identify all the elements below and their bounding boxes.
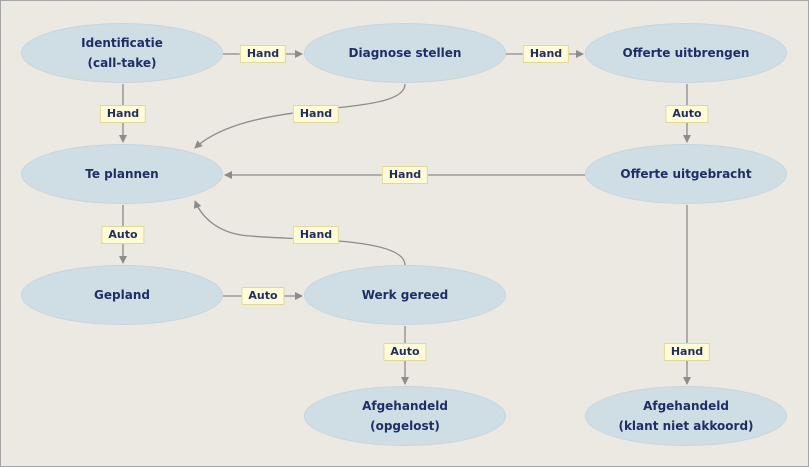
node-afgehandeld-niet-akkoord-line2: (klant niet akkoord) — [618, 419, 754, 433]
transition-label-diagnose-offerte: Hand — [522, 45, 570, 63]
transition-label-identificatie-diagnose: Hand — [239, 45, 287, 63]
node-offerte-uitbrengen-label: Offerte uitbrengen — [622, 46, 750, 60]
node-identificatie-line2: (call-take) — [87, 56, 157, 70]
node-afgehandeld-opgelost-line2: (opgelost) — [370, 419, 440, 433]
node-diagnose-stellen-label: Diagnose stellen — [348, 46, 462, 60]
transition-label-teplannen-gepland: Auto — [101, 226, 145, 244]
node-afgehandeld-niet-akkoord-line1: Afgehandeld — [643, 399, 729, 413]
node-afgehandeld-niet-akkoord: Afgehandeld (klant niet akkoord) — [585, 386, 787, 446]
transition-label-werkgereed-afgehandeld: Auto — [383, 343, 427, 361]
node-afgehandeld-opgelost-line1: Afgehandeld — [362, 399, 448, 413]
node-identificatie-line1: Identificatie — [81, 36, 163, 50]
node-offerte-uitgebracht-label: Offerte uitgebracht — [620, 167, 752, 181]
node-werk-gereed-label: Werk gereed — [361, 288, 449, 302]
edge-werkgereed-teplannen — [193, 200, 406, 266]
node-gepland-label: Gepland — [94, 288, 150, 302]
transition-label-gepland-werkgereed: Auto — [241, 287, 285, 305]
node-te-plannen: Te plannen — [21, 144, 223, 204]
transition-label-uitgebracht-teplannen: Hand — [381, 166, 429, 184]
node-afgehandeld-opgelost: Afgehandeld (opgelost) — [304, 386, 506, 446]
transition-label-uitgebracht-nietakkoord: Hand — [663, 343, 711, 361]
transition-label-identificatie-teplannen: Hand — [99, 105, 147, 123]
node-werk-gereed: Werk gereed — [304, 265, 506, 325]
transition-label-diagnose-teplannen: Hand — [292, 105, 340, 123]
transition-label-werkgereed-teplannen: Hand — [292, 226, 340, 244]
node-gepland: Gepland — [21, 265, 223, 325]
node-te-plannen-label: Te plannen — [85, 167, 159, 181]
node-identificatie: Identificatie (call-take) — [21, 23, 223, 83]
node-diagnose-stellen: Diagnose stellen — [304, 23, 506, 83]
transition-label-offerte-uitgebracht: Auto — [665, 105, 709, 123]
node-offerte-uitbrengen: Offerte uitbrengen — [585, 23, 787, 83]
node-offerte-uitgebracht: Offerte uitgebracht — [585, 144, 787, 204]
